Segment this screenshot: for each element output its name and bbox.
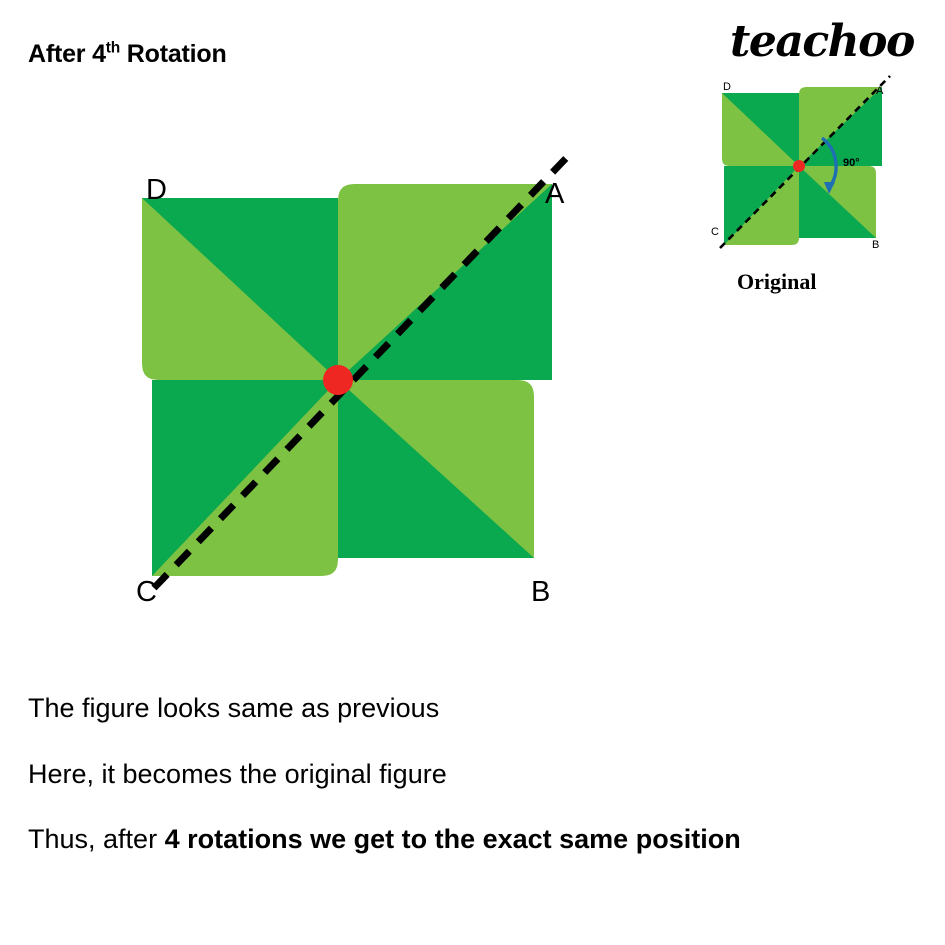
main-figure-label-c: C <box>136 576 157 608</box>
mini-center-point-dot <box>793 160 805 172</box>
main-figure-label-a: A <box>545 178 565 210</box>
blade-bottom-right-fold <box>338 380 534 558</box>
blade-bottom-left <box>152 380 338 576</box>
original-figure-label-b: B <box>872 239 880 251</box>
blade-bottom-left-fold <box>152 380 338 576</box>
main-figure-label-b: B <box>531 576 551 608</box>
mini-blade-bottom-right-fold <box>799 166 876 238</box>
body-line-3-normal: Thus, after <box>28 824 165 854</box>
body-text-line-1: The figure looks same as previous <box>28 693 440 723</box>
original-pinwheel-figure <box>706 68 906 253</box>
page-title-main: After 4 <box>28 40 106 68</box>
main-figure-label-d: D <box>146 174 167 206</box>
original-figure-label-a: A <box>876 85 884 97</box>
mini-axis-of-rotation-line <box>719 75 891 249</box>
rotation-arrow-head <box>824 182 835 194</box>
page-title: After 4th Rotation <box>28 40 227 69</box>
body-text-line-2: Here, it becomes the original figure <box>28 759 447 789</box>
right-edge-bar <box>925 0 945 945</box>
edge-bar-black-segment <box>925 170 945 945</box>
axis-of-rotation-line <box>151 149 575 591</box>
body-text-line-3: Thus, after 4 rotations we get to the ex… <box>28 826 741 853</box>
blade-top-left <box>142 198 338 380</box>
original-figure-caption: Original <box>737 269 817 294</box>
page-title-rest: Rotation <box>120 40 227 68</box>
mini-blade-top-left-fold <box>722 93 799 166</box>
blade-bottom-right <box>338 380 534 558</box>
rotation-angle-label: 90° <box>843 157 860 169</box>
mini-blade-bottom-right <box>799 166 876 238</box>
blade-top-left-fold <box>142 198 338 380</box>
mini-blade-top-left <box>722 93 799 166</box>
teachoo-logo-text: teachoo <box>730 16 915 67</box>
edge-bar-blue-segment <box>925 0 945 170</box>
teachoo-logo: teachoo <box>730 16 915 68</box>
body-line-3-bold: 4 rotations we get to the exact same pos… <box>164 824 741 854</box>
main-pinwheel-figure <box>128 140 588 610</box>
original-figure-label-d: D <box>723 81 731 93</box>
center-point-dot <box>323 365 353 395</box>
page-title-ordinal: th <box>105 39 121 57</box>
original-figure-label-c: C <box>711 226 719 238</box>
